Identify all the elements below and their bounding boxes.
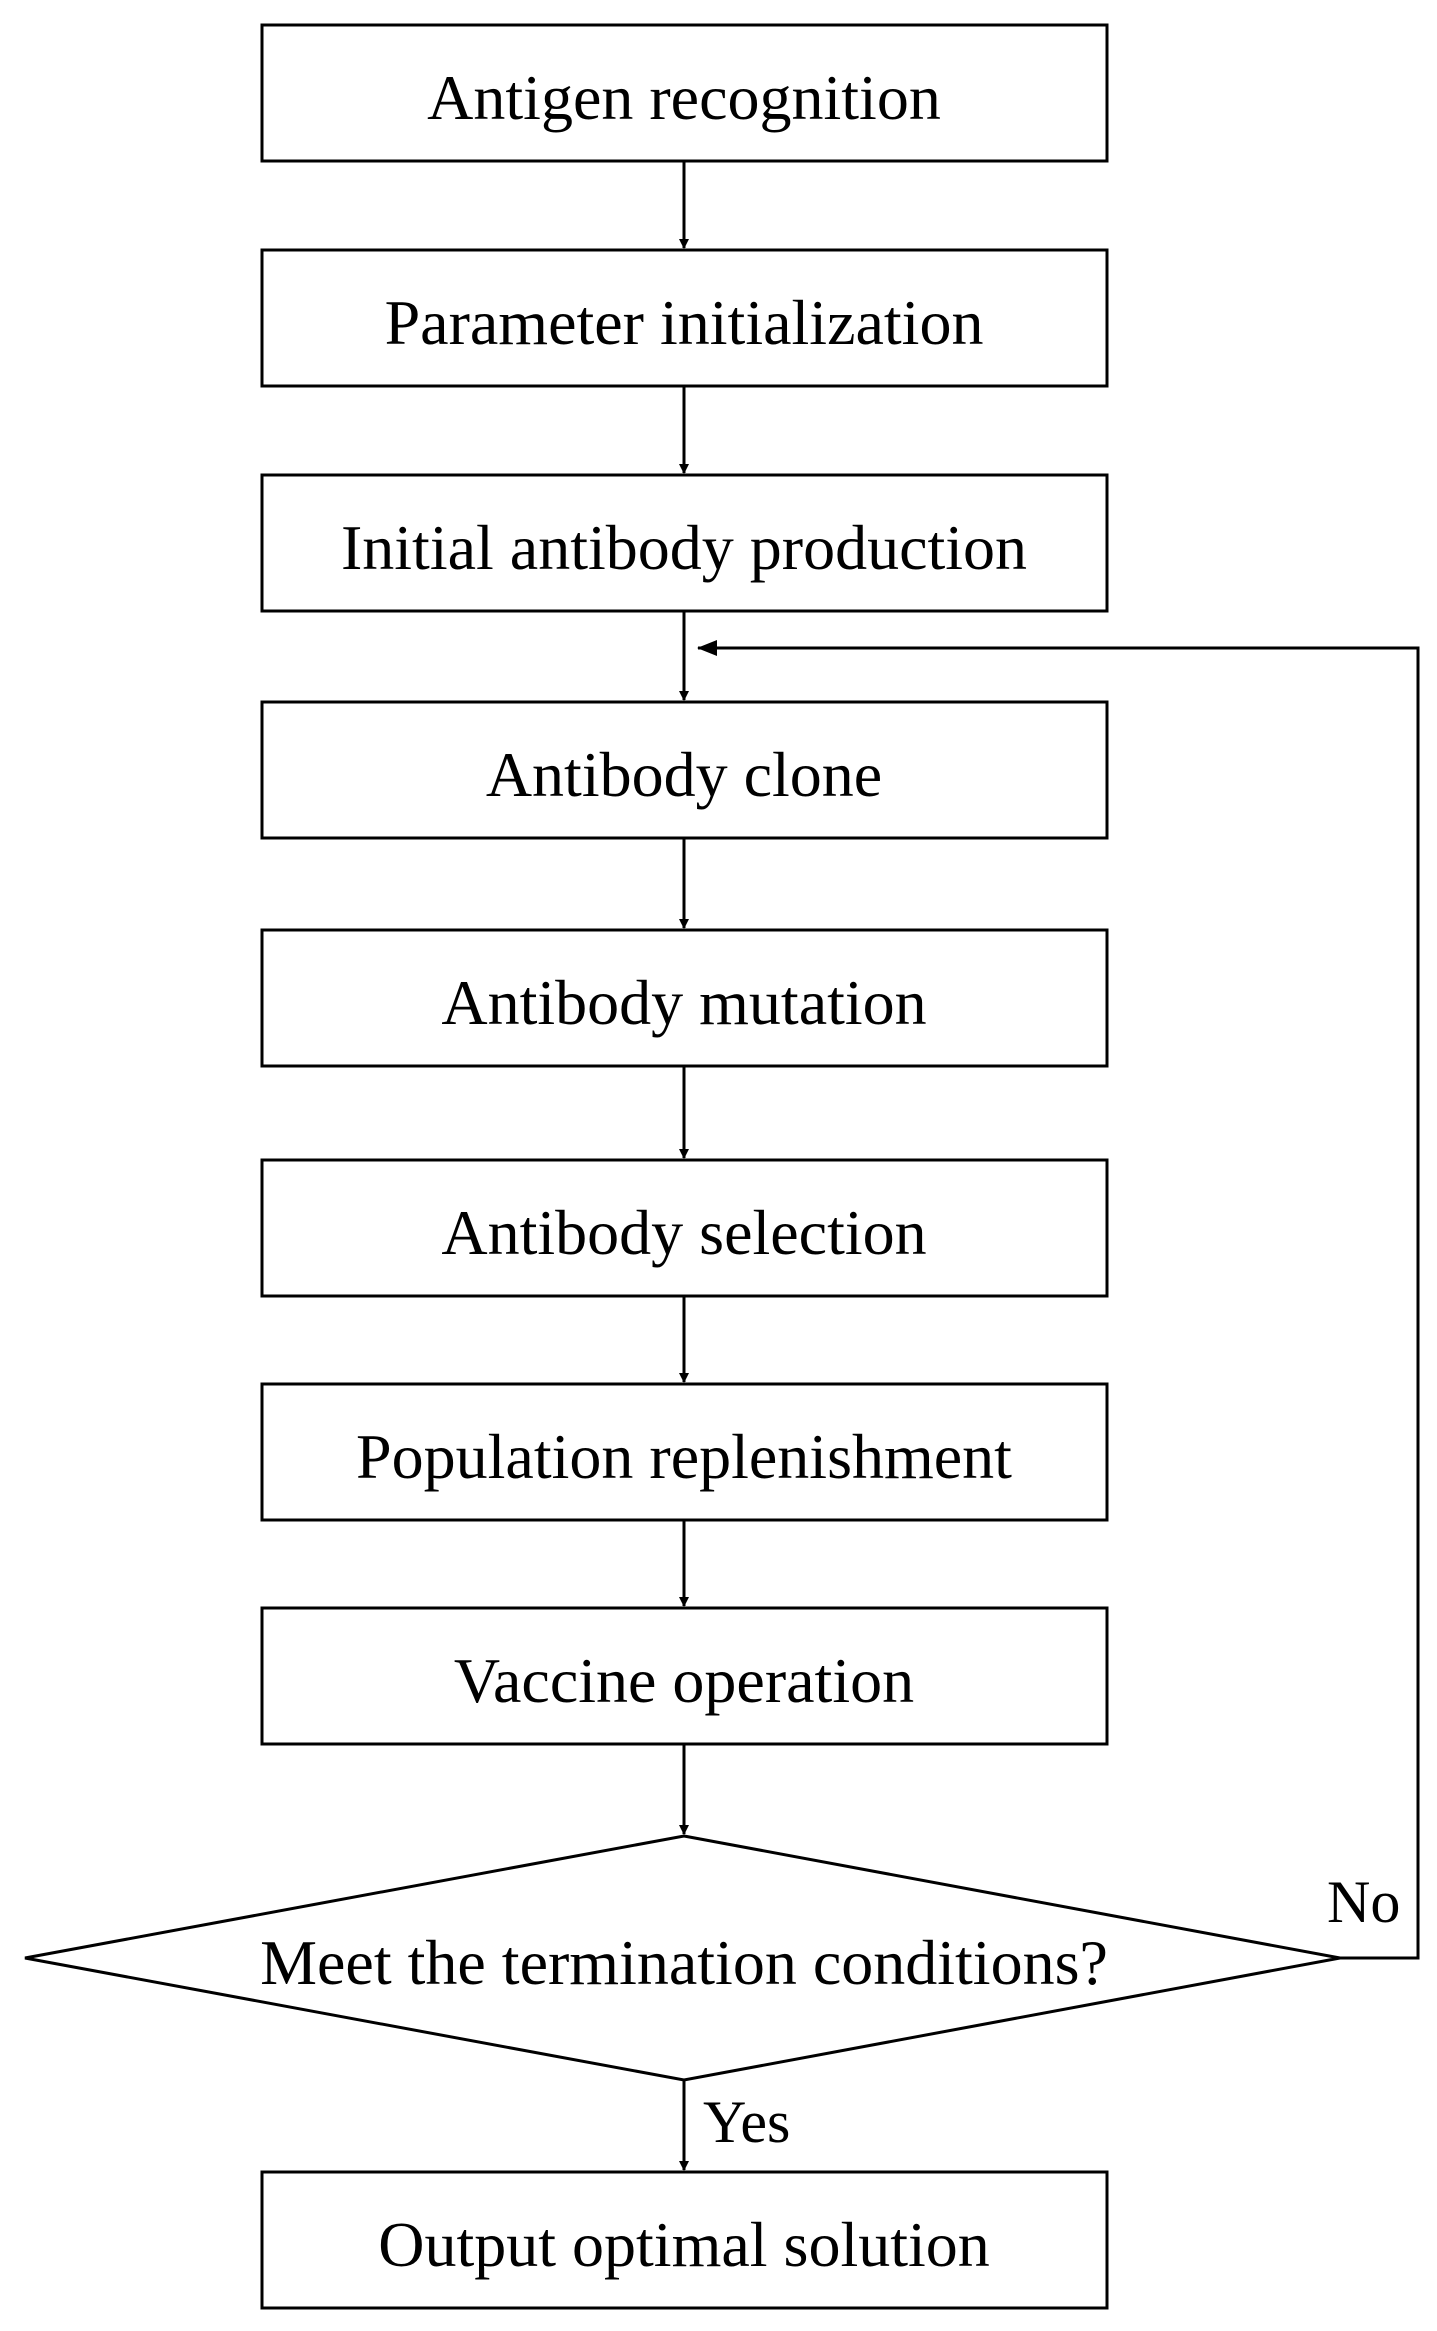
step-box	[260, 1606, 1109, 1746]
step-label: Vaccine operation	[454, 1645, 914, 1716]
step-initial-antibody-production: Initial antibody production	[260, 473, 1109, 613]
step-antibody-mutation: Antibody mutation	[260, 928, 1109, 1068]
output-box	[260, 2170, 1109, 2310]
branch-yes-label: Yes	[703, 2089, 790, 2155]
output-label: Output optimal solution	[378, 2209, 990, 2280]
step-output-optimal-solution: Output optimal solution	[260, 2170, 1109, 2310]
step-antibody-clone: Antibody clone	[260, 700, 1109, 840]
step-antibody-selection: Antibody selection	[260, 1158, 1109, 1298]
step-label: Antibody selection	[441, 1197, 926, 1268]
step-parameter-initialization: Parameter initialization	[260, 248, 1109, 388]
step-box	[260, 248, 1109, 388]
step-antigen-recognition: Antigen recognition	[260, 23, 1109, 163]
step-label: Antibody clone	[486, 739, 882, 810]
step-label: Population replenishment	[356, 1421, 1012, 1492]
step-label: Antigen recognition	[427, 62, 941, 133]
decision-label: Meet the termination conditions?	[260, 1927, 1108, 1998]
step-box	[260, 928, 1109, 1068]
step-label: Antibody mutation	[441, 967, 926, 1038]
arrow-no-loop-back	[697, 640, 1420, 1960]
step-box	[260, 23, 1109, 163]
step-box	[260, 473, 1109, 613]
step-box	[260, 700, 1109, 840]
decision-termination: Meet the termination conditions?	[24, 1834, 1341, 2082]
step-label: Initial antibody production	[341, 512, 1027, 583]
step-label: Parameter initialization	[385, 287, 984, 358]
step-population-replenishment: Population replenishment	[260, 1382, 1109, 1522]
step-box	[260, 1158, 1109, 1298]
branch-no-label: No	[1327, 1869, 1400, 1935]
step-vaccine-operation: Vaccine operation	[260, 1606, 1109, 1746]
